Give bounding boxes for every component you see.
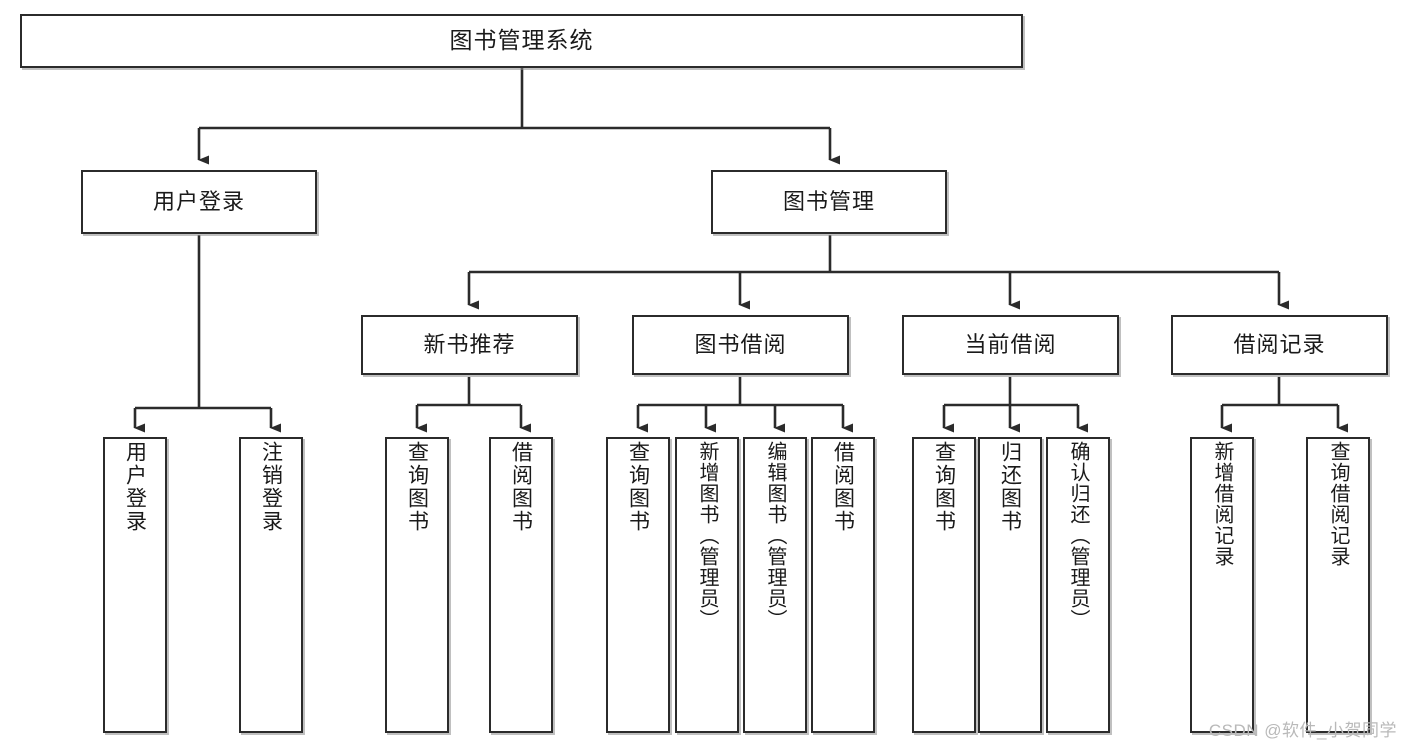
leaf-borrow-query-book[interactable]: 查询图书 bbox=[606, 437, 670, 733]
node-label: 归还图书 bbox=[998, 441, 1022, 533]
node-label: 借阅图书 bbox=[831, 441, 855, 533]
node-label: 查询图书 bbox=[932, 441, 956, 533]
node-label: 图书管理 bbox=[782, 189, 875, 215]
node-label: 当前借阅 bbox=[964, 332, 1057, 358]
node-root-system[interactable]: 图书管理系统 bbox=[20, 14, 1023, 68]
leaf-current-query-book[interactable]: 查询图书 bbox=[912, 437, 976, 733]
node-label: 图书管理系统 bbox=[449, 27, 594, 54]
leaf-new-book-query[interactable]: 查询图书 bbox=[385, 437, 449, 733]
leaf-record-add-borrow-record[interactable]: 新增借阅记录 bbox=[1190, 437, 1254, 733]
node-user-login[interactable]: 用户登录 bbox=[81, 170, 317, 234]
node-label: 查询借阅记录 bbox=[1327, 441, 1349, 567]
node-label: 新书推荐 bbox=[423, 332, 516, 358]
node-label: 用户登录 bbox=[123, 441, 147, 533]
node-label: 查询图书 bbox=[626, 441, 650, 533]
node-current-borrow[interactable]: 当前借阅 bbox=[902, 315, 1119, 375]
leaf-borrow-borrow-book[interactable]: 借阅图书 bbox=[811, 437, 875, 733]
node-book-borrow[interactable]: 图书借阅 bbox=[632, 315, 849, 375]
node-borrow-record[interactable]: 借阅记录 bbox=[1171, 315, 1388, 375]
leaf-borrow-add-book-admin[interactable]: 新增图书（管理员） bbox=[675, 437, 739, 733]
node-label: 查询图书 bbox=[405, 441, 429, 533]
node-label: 借阅图书 bbox=[509, 441, 533, 533]
node-label: 编辑图书（管理员） bbox=[764, 441, 786, 630]
leaf-current-confirm-return-admin[interactable]: 确认归还（管理员） bbox=[1046, 437, 1110, 733]
leaf-user-login[interactable]: 用户登录 bbox=[103, 437, 167, 733]
leaf-user-logout[interactable]: 注销登录 bbox=[239, 437, 303, 733]
leaf-record-query-borrow-record[interactable]: 查询借阅记录 bbox=[1306, 437, 1370, 733]
node-label: 图书借阅 bbox=[694, 332, 787, 358]
node-label: 新增借阅记录 bbox=[1211, 441, 1233, 567]
node-label: 用户登录 bbox=[152, 189, 245, 215]
leaf-borrow-edit-book-admin[interactable]: 编辑图书（管理员） bbox=[743, 437, 807, 733]
node-label: 新增图书（管理员） bbox=[696, 441, 718, 630]
leaf-current-return-book[interactable]: 归还图书 bbox=[978, 437, 1042, 733]
node-label: 借阅记录 bbox=[1233, 332, 1326, 358]
node-book-management[interactable]: 图书管理 bbox=[711, 170, 947, 234]
watermark-text: CSDN @软件_小贺同学 bbox=[1208, 721, 1397, 740]
node-new-book-recommend[interactable]: 新书推荐 bbox=[361, 315, 578, 375]
node-label: 确认归还（管理员） bbox=[1067, 441, 1089, 630]
leaf-new-book-borrow[interactable]: 借阅图书 bbox=[489, 437, 553, 733]
node-label: 注销登录 bbox=[259, 441, 283, 533]
